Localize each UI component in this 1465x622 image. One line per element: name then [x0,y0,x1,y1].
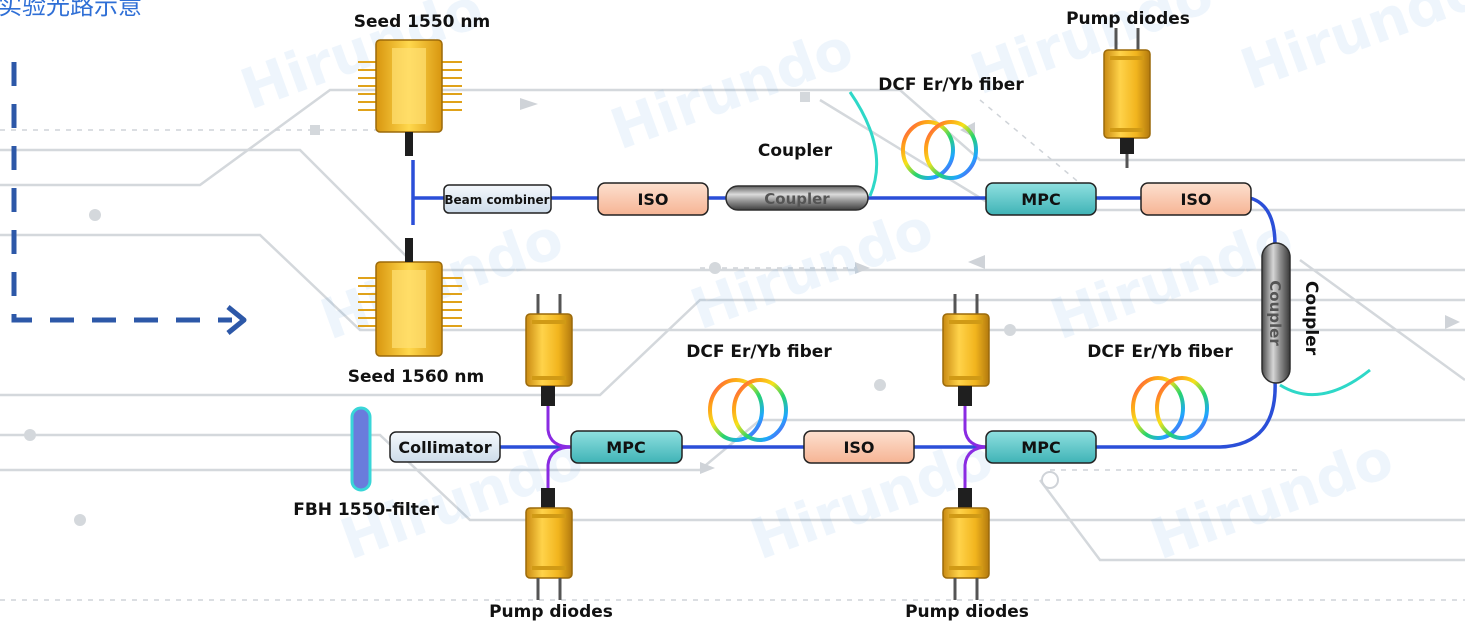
mpc-box-bottom-left: MPC [570,430,683,464]
mpc-box-bottom-right: MPC [985,430,1097,464]
mpc-bottom-left-label: MPC [606,438,645,457]
mpc-top-label: MPC [1021,190,1060,209]
iso-bottom-label: ISO [843,438,874,457]
header-text: 实验光路示意 [0,0,142,20]
seed-1550-label: Seed 1550 nm [354,12,490,32]
coupler-top-label: Coupler [758,141,833,161]
mpc-box-top: MPC [985,182,1097,216]
dcf-mid-label: DCF Er/Yb fiber [686,342,832,362]
pump-diode-bottom-right-lower [942,488,990,600]
seed-laser-1550 [358,39,462,156]
beam-combiner-label: Beam combiner [444,193,549,207]
coupler-top-tail [848,91,879,197]
pump-diodes-bottom-right-label: Pump diodes [905,602,1029,622]
background-nodes [24,92,1059,526]
iso-box-top-right: ISO [1140,182,1252,216]
fiber-coil-mid [708,378,788,442]
mpc-bottom-right-label: MPC [1021,438,1060,457]
coupler-inline-label: Coupler [764,190,830,208]
iso-box-1: ISO [597,182,709,216]
collimator: Collimator [389,431,501,463]
fiber-coil-top [901,120,978,180]
fbh-filter [350,406,372,492]
iso-box-bottom: ISO [803,430,915,464]
coupler-vertical-label: Coupler [1266,280,1284,346]
fiber-tails [848,91,1371,397]
beam-combiner: Beam combiner [443,184,552,214]
coupler-right-tail [1279,368,1371,397]
dcf-top-label: DCF Er/Yb fiber [878,75,1024,95]
coupler-vertical: Coupler [1261,242,1291,384]
pump-diode-bottom-right-upper [942,294,990,406]
background-traces [0,88,1465,562]
iso-1-label: ISO [637,190,668,209]
iso-top-right-label: ISO [1180,190,1211,209]
watermark-text: Hirundo [1233,0,1465,103]
watermark-text: Hirundo [683,196,942,343]
dcf-right-label: DCF Er/Yb fiber [1087,342,1233,362]
coupler-right-label: Coupler [1301,281,1321,356]
pump-fibers [546,405,989,490]
background-dashed-traces [0,99,1465,601]
input-dashed-arrow [11,62,247,335]
pump-diodes-bottom-left-label: Pump diodes [489,602,613,622]
pump-diodes-top-label: Pump diodes [1066,9,1190,29]
pump-diode-top [1103,28,1151,168]
seed-laser-1560 [358,238,462,357]
seed-1560-label: Seed 1560 nm [348,367,484,387]
pump-diode-bottom-left-lower [525,488,573,600]
fiber-coil-right [1131,376,1209,440]
pump-diode-bottom-left-upper [525,294,573,406]
collimator-label: Collimator [398,438,491,457]
coupler-inline: Coupler [725,185,869,211]
fiber-paths [411,160,1277,449]
fbh-filter-label: FBH 1550-filter [293,500,439,520]
